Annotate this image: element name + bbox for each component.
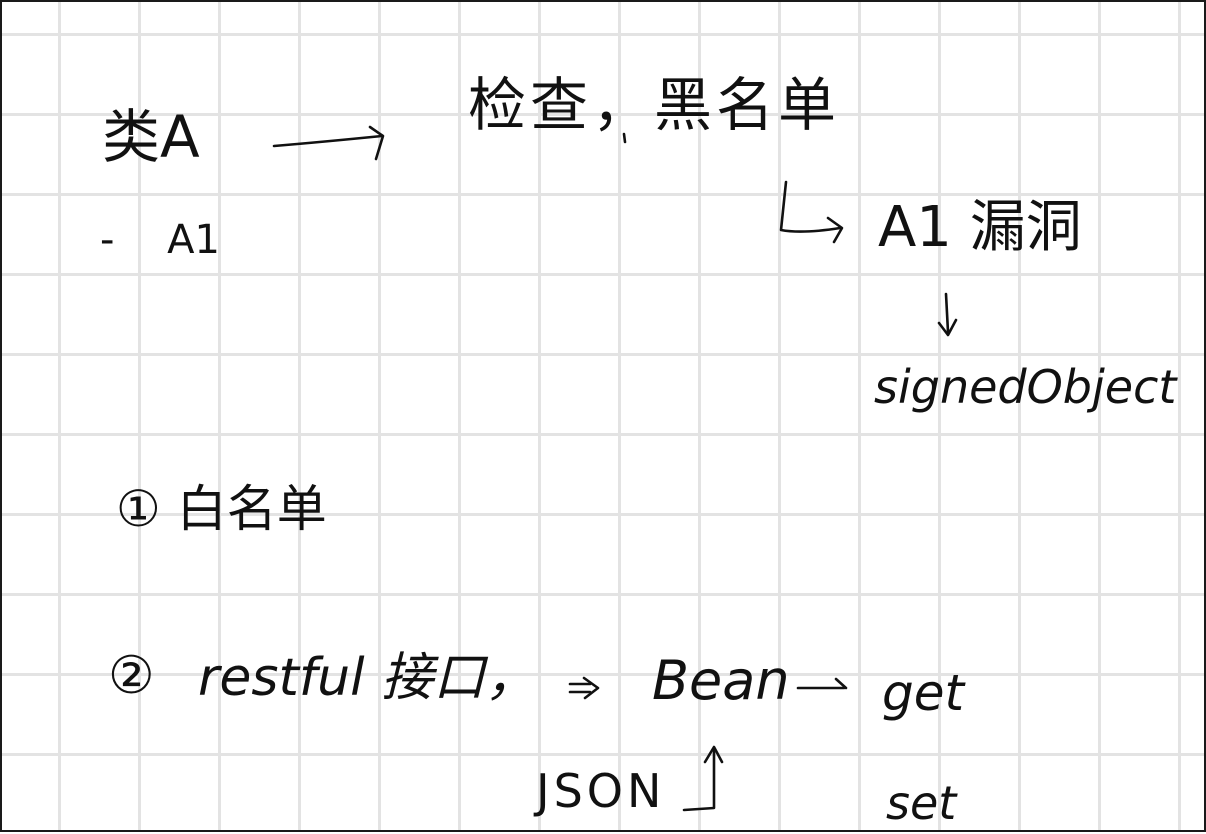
arrow-down-to-signed xyxy=(937,292,958,337)
arrow-implies xyxy=(568,676,600,700)
arrow-class-to-check xyxy=(272,125,385,161)
note-signed-object: signedObject xyxy=(874,360,1177,414)
note-a1-vulnerability: A1 漏洞 xyxy=(878,195,1082,260)
arrow-json-up-to-bean xyxy=(682,745,724,812)
arrow-bean-to-get xyxy=(796,677,848,690)
note-json: JSON xyxy=(536,764,666,818)
note-class-a: 类A xyxy=(102,103,200,171)
note-check-blacklist: 检查，黑名单 xyxy=(468,71,841,139)
note-dash-a1: - A1 xyxy=(100,217,220,263)
arrow-hook-to-a1 xyxy=(779,180,844,244)
note-restful-interface: restful 接口， xyxy=(198,648,538,708)
comma-mark xyxy=(622,132,627,144)
note-whitelist: ① 白名单 xyxy=(116,480,327,538)
note-bean: Bean xyxy=(652,649,790,712)
note-item2-marker: ② xyxy=(108,646,155,706)
note-get: get xyxy=(882,664,965,722)
note-set: set xyxy=(886,776,957,830)
